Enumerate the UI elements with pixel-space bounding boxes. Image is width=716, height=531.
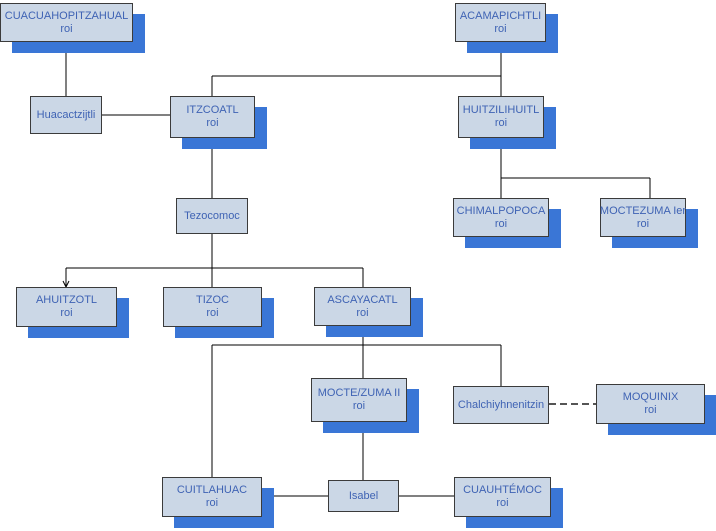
node-title: roi: [60, 307, 73, 319]
node-title: roi: [636, 217, 650, 230]
node-huacactzijtli[interactable]: Huacactzijtli: [30, 96, 102, 134]
node-title: roi: [496, 497, 509, 509]
node-tezocomoc[interactable]: Tezocomoc: [176, 198, 248, 234]
node-name: CUITLAHUAC: [176, 484, 248, 496]
node-name: ITZCOATL: [186, 104, 239, 116]
node-box: Chalchiyhnenitzin: [453, 386, 549, 424]
node-name: Isabel: [348, 489, 379, 502]
node-title: roi: [206, 307, 219, 319]
node-name: TIZOC: [196, 294, 229, 306]
node-title: roi: [206, 117, 219, 129]
node-name: MOCTEZUMA Ier: [599, 204, 687, 217]
node-name: MOQUINIX: [622, 391, 679, 403]
node-name: HUITZILIHUITL: [462, 104, 540, 116]
node-isabel[interactable]: Isabel: [328, 480, 399, 512]
node-box: Tezocomoc: [176, 198, 248, 234]
node-title: roi: [352, 400, 366, 412]
node-name: CUAUHTÉMOC: [463, 484, 542, 496]
node-title: roi: [494, 22, 507, 35]
node-name: Chalchiyhnenitzin: [457, 398, 545, 411]
node-title: roi: [205, 497, 219, 509]
node-title: roi: [60, 22, 73, 35]
node-name: MOCTE/ZUMA II: [317, 387, 401, 399]
node-chalchiyhnenitzin[interactable]: Chalchiyhnenitzin: [453, 386, 549, 424]
node-title: roi: [644, 404, 657, 416]
node-box: Isabel: [328, 480, 399, 512]
node-title: roi: [356, 306, 369, 319]
node-name: Huacactzijtli: [36, 108, 96, 121]
node-title: roi: [494, 217, 508, 230]
node-name: CHIMALPOPOCA: [456, 204, 546, 217]
node-name: CUACUAHOPITZAHUAL: [4, 9, 129, 22]
node-name: ACAMAPICHTLI: [459, 9, 542, 22]
node-box: Huacactzijtli: [30, 96, 102, 134]
node-title: roi: [494, 117, 508, 129]
node-name: ASCAYACATL: [327, 293, 398, 306]
node-name: Tezocomoc: [184, 209, 240, 222]
node-name: AHUITZOTL: [35, 294, 98, 306]
